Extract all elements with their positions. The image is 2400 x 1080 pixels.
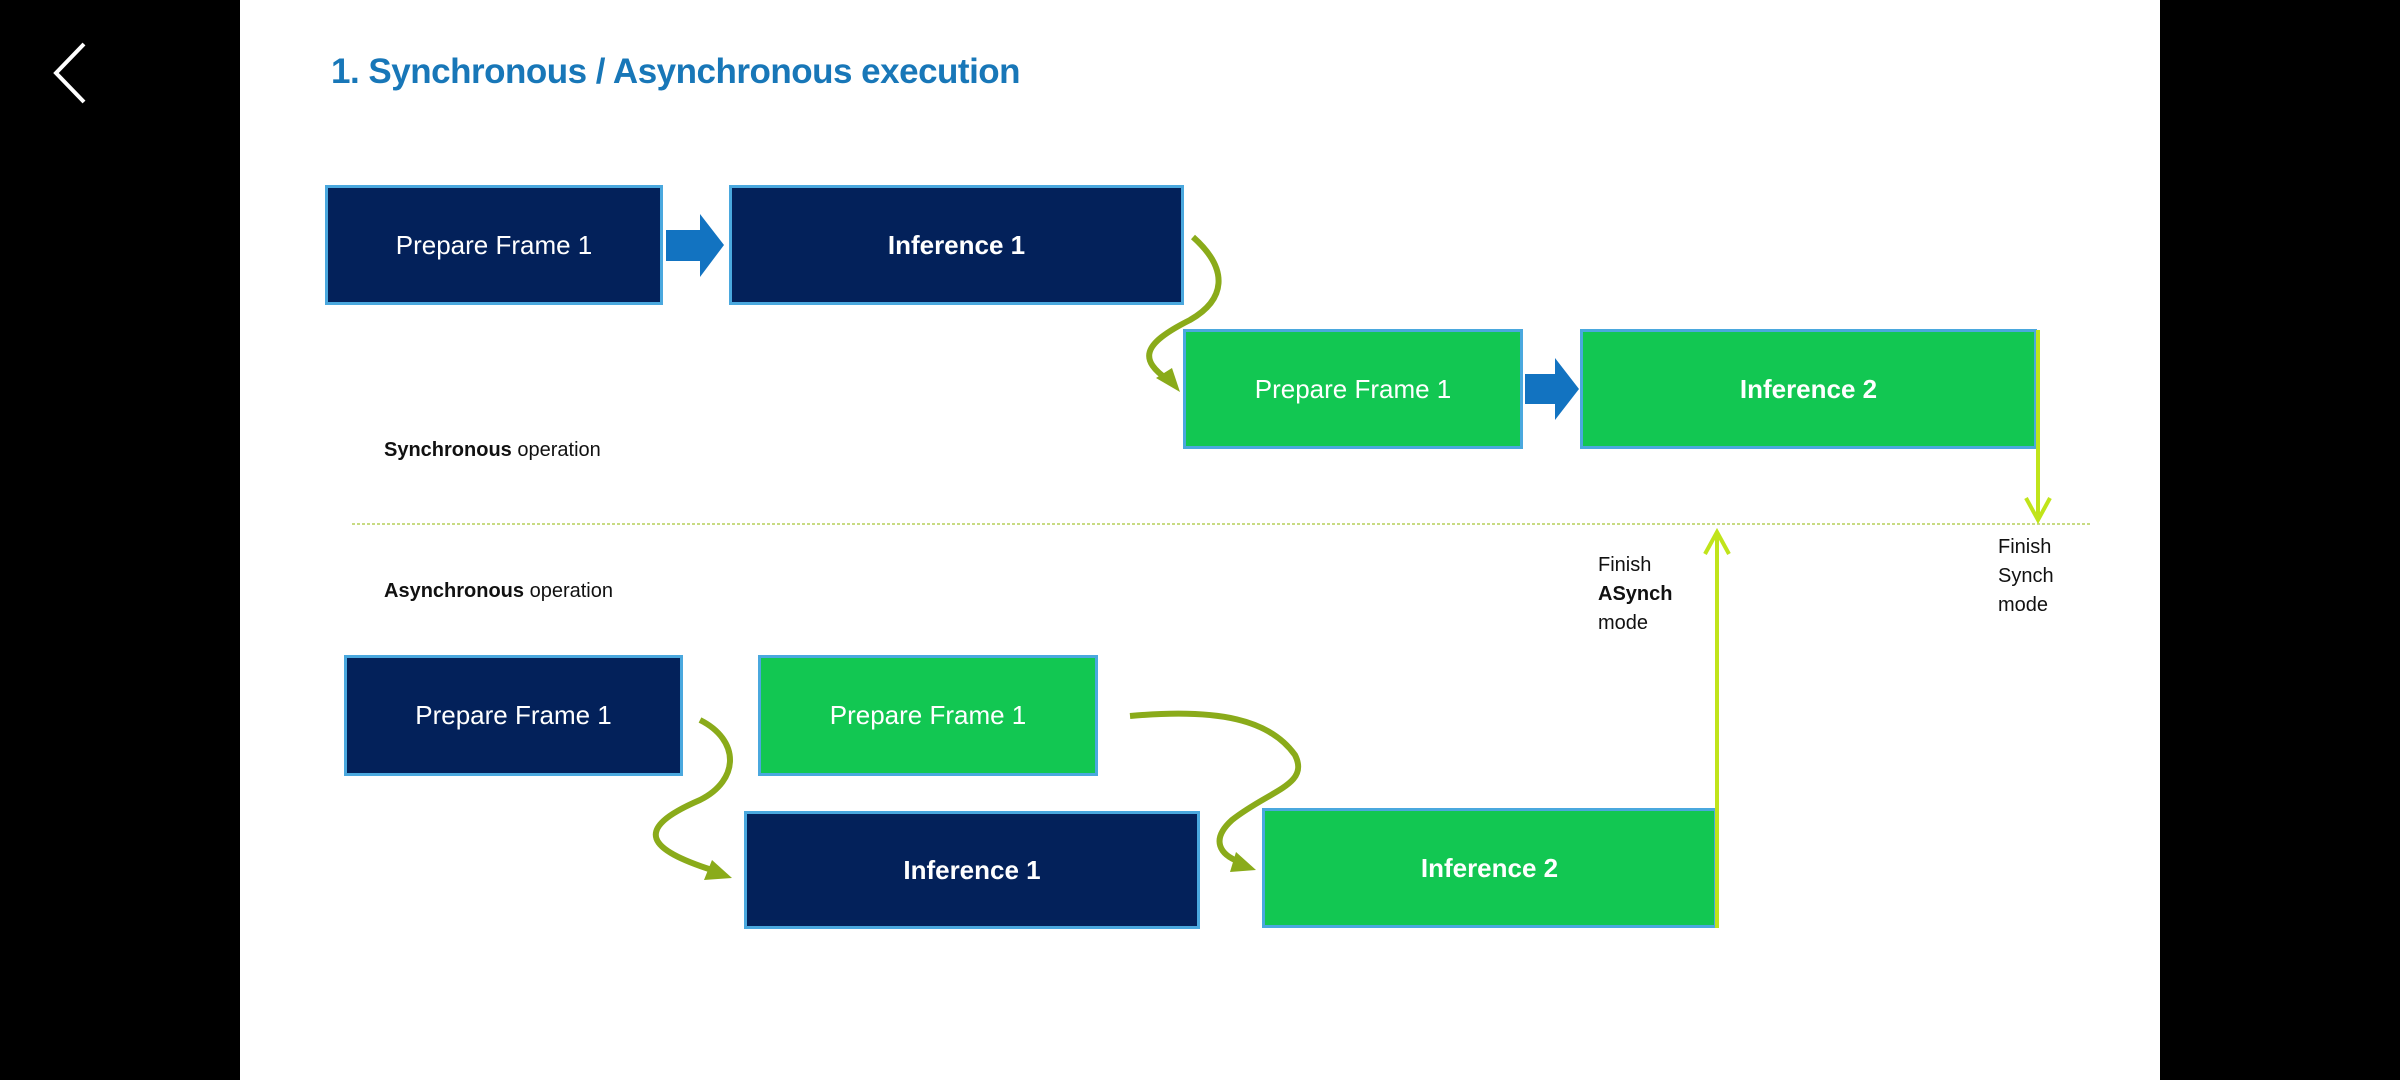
arrowhead xyxy=(1230,852,1256,872)
finish-asynch-line2: ASynch xyxy=(1598,583,1673,605)
async-prepare-frame-2-box: Prepare Frame 1 xyxy=(758,655,1098,776)
sync-inference-2-box: Inference 2 xyxy=(1580,329,2037,449)
slide xyxy=(240,0,2160,1080)
async-prepare-frame-1-box: Prepare Frame 1 xyxy=(344,655,683,776)
finish-synch-line3: mode xyxy=(1998,594,2049,616)
sync-inference-1-box: Inference 1 xyxy=(729,185,1184,305)
finish-asynch-line1: Finish xyxy=(1598,554,1652,576)
slide-title: 1. Synchronous / Asynchronous execution xyxy=(331,52,1021,91)
flow-arrow-icon xyxy=(666,214,724,277)
sync-label-bold: Synchronous xyxy=(384,439,512,461)
async-operation-label: Asynchronous operation xyxy=(384,580,613,603)
finish-synch-line1: Finish xyxy=(1998,536,2052,558)
back-button[interactable] xyxy=(48,40,98,106)
curved-arrow-icon xyxy=(652,717,733,873)
sync-prepare-frame-2-box: Prepare Frame 1 xyxy=(1183,329,1523,449)
async-label-rest: operation xyxy=(524,580,613,602)
arrowhead xyxy=(1156,368,1180,392)
sync-operation-label: Synchronous operation xyxy=(384,439,601,462)
chevron-left-icon xyxy=(53,42,86,104)
finish-synch-note: Finish Synch mode xyxy=(1998,533,2054,620)
async-inference-2-box: Inference 2 xyxy=(1262,808,1717,928)
async-inference-1-box: Inference 1 xyxy=(744,811,1200,929)
arrowhead xyxy=(704,860,732,880)
curved-arrow-icon xyxy=(1146,234,1222,383)
finish-synch-line2: Synch xyxy=(1998,565,2054,587)
sync-prepare-frame-1-box: Prepare Frame 1 xyxy=(325,185,663,305)
finish-asynch-line3: mode xyxy=(1598,612,1649,634)
async-label-bold: Asynchronous xyxy=(384,580,525,602)
flow-arrow-icon xyxy=(1525,358,1579,420)
finish-asynch-note: Finish ASynch mode xyxy=(1598,551,1672,638)
sync-label-rest: operation xyxy=(511,439,601,461)
curved-arrow-icon xyxy=(1129,710,1302,865)
